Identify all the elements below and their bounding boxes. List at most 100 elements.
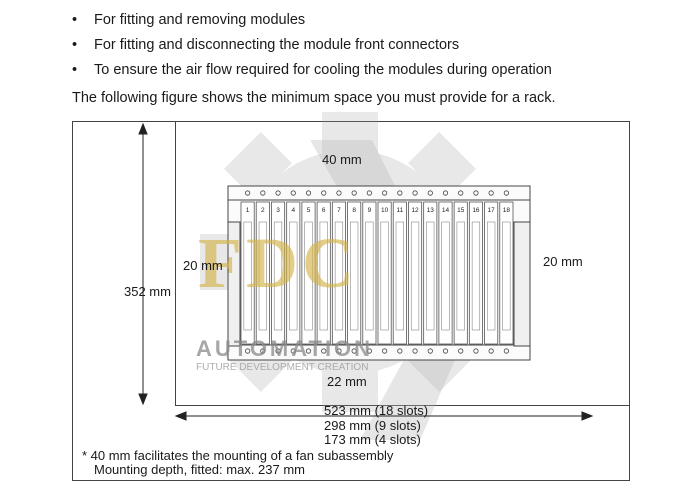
slot-module — [301, 201, 316, 345]
slot-screw-icon — [366, 348, 372, 354]
slot-screw-icon — [412, 190, 418, 196]
slot-module — [423, 201, 438, 345]
slot-number: 6 — [322, 207, 326, 214]
intro-paragraph: The following figure shows the minimum s… — [72, 90, 556, 106]
height-dimension — [138, 122, 148, 406]
width-label-9-slots: 298 mm (9 slots) — [324, 417, 421, 433]
slot-screw-icon — [351, 190, 357, 196]
slot-screw-icon — [336, 348, 342, 354]
slot-screw-icon — [336, 190, 342, 196]
watermark-logo: FDC — [198, 223, 358, 303]
bullet-item: • For fitting and disconnecting the modu… — [72, 35, 682, 60]
slot-front-connector — [365, 221, 374, 331]
slot-front-connector — [426, 221, 435, 331]
depth-note: Mounting depth, fitted: max. 237 mm — [94, 461, 305, 477]
slot-screw-icon — [488, 190, 494, 196]
bullet-list: • For fitting and removing modules • For… — [72, 10, 682, 85]
rack-slot: 18 — [499, 190, 514, 354]
slot-screw-icon — [503, 348, 509, 354]
slot-front-connector — [456, 221, 465, 331]
rack-slot: 15 — [453, 190, 468, 354]
slot-screw-icon — [473, 190, 479, 196]
slot-screw-icon — [397, 190, 403, 196]
slot-module — [331, 201, 346, 345]
slot-screw-icon — [321, 348, 327, 354]
slot-front-connector — [502, 221, 511, 331]
slot-screw-icon — [442, 190, 449, 196]
rack-slot: 13 — [423, 190, 438, 354]
slot-number: 12 — [411, 207, 419, 214]
slot-screw-icon — [427, 190, 433, 196]
bullet-item: • For fitting and removing modules — [72, 10, 682, 35]
slot-module — [392, 201, 407, 345]
rack-slot: 16 — [468, 190, 483, 354]
slot-front-connector — [471, 221, 481, 331]
slot-screw-icon — [305, 190, 312, 196]
bullet-item: • To ensure the air flow required for co… — [72, 60, 682, 85]
rack-slot: 10 — [377, 190, 392, 354]
rack-slot: 4 — [286, 190, 301, 354]
slot-screw-icon — [488, 348, 494, 354]
slot-module — [240, 201, 255, 345]
slot-screw-icon — [412, 348, 418, 354]
top-clearance-label: 40 mm — [322, 152, 362, 167]
rack-slot: 3 — [271, 190, 286, 354]
slot-screw-icon — [290, 190, 296, 196]
slot-front-connector — [350, 221, 359, 331]
slot-screw-icon — [473, 348, 479, 354]
slot-front-connector — [395, 221, 404, 331]
rack-slot: 12 — [408, 190, 423, 354]
slot-number: 10 — [381, 207, 389, 214]
slot-front-connector — [304, 221, 313, 331]
slot-number: 15 — [457, 207, 465, 214]
slot-screw-icon — [442, 348, 449, 354]
slot-number: 14 — [442, 207, 450, 214]
slot-screw-icon — [321, 190, 327, 196]
slot-number: 18 — [503, 207, 511, 214]
slot-module — [484, 201, 499, 345]
slot-screw-icon — [427, 348, 433, 354]
bullet-text: For fitting and disconnecting the module… — [94, 37, 460, 53]
slot-front-connector — [258, 221, 267, 331]
slot-screw-icon — [382, 348, 388, 354]
fan-note: * 40 mm facilitates the mounting of a fa… — [82, 448, 394, 463]
slot-screw-icon — [458, 190, 464, 196]
rack-slot: 7 — [331, 190, 346, 354]
slot-screw-icon — [245, 348, 251, 354]
slot-module — [286, 201, 301, 345]
slot-front-connector — [273, 221, 283, 331]
slot-number: 7 — [337, 207, 341, 214]
watermark-arrow-icon — [310, 140, 468, 440]
slot-front-connector — [441, 221, 450, 331]
slot-front-connector — [243, 221, 252, 331]
slot-number: 8 — [352, 207, 356, 214]
slot-number: 2 — [261, 207, 265, 214]
bullet-dot: • — [72, 37, 78, 53]
slot-number: 9 — [368, 207, 372, 214]
slot-screw-icon — [351, 348, 357, 354]
slot-screw-icon — [275, 190, 281, 196]
slot-module — [453, 201, 468, 345]
slot-screw-icon — [458, 348, 464, 354]
slot-front-connector — [487, 221, 496, 331]
rack-slot: 6 — [316, 190, 331, 354]
right-clearance-label: 20 mm — [543, 254, 583, 269]
slot-front-connector — [410, 221, 420, 331]
slot-screw-icon — [397, 348, 403, 354]
slot-number: 17 — [488, 207, 496, 214]
slot-module — [316, 201, 331, 345]
slot-screw-icon — [305, 348, 312, 354]
rack-slot: 17 — [484, 190, 499, 354]
slot-screw-icon — [275, 348, 281, 354]
bottom-clearance-label: 22 mm — [327, 374, 367, 389]
rack-slot: 11 — [392, 190, 407, 354]
rack-slot: 14 — [438, 190, 453, 354]
rack-slot: 5 — [301, 190, 316, 354]
slot-front-connector — [334, 221, 344, 331]
slot-number: 5 — [307, 207, 311, 214]
slot-module — [468, 201, 483, 345]
slot-module — [271, 201, 286, 345]
watermark-tagline: FUTURE DEVELOPMENT CREATION — [196, 362, 369, 373]
slot-module — [438, 201, 453, 345]
